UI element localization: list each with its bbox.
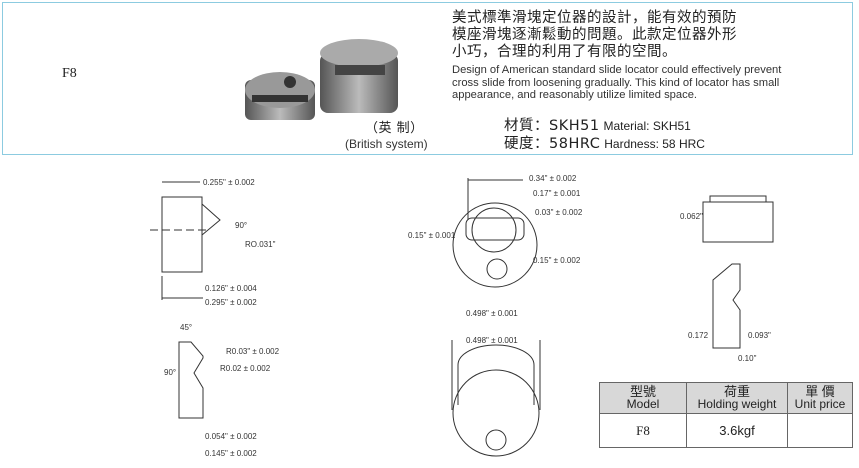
product-photo xyxy=(245,39,398,120)
table-row: F8 3.6kgf xyxy=(599,413,853,448)
dim-label: 0.093" xyxy=(748,331,771,340)
cell-unit-price xyxy=(787,413,853,448)
desc-zh-line: 小巧，合理的利用了有限的空間。 xyxy=(452,44,677,60)
cell-model: F8 xyxy=(599,413,687,448)
material-zh: 材質：SKH51 xyxy=(504,118,600,134)
product-info-panel xyxy=(2,2,853,155)
dim-label: R0.03" ± 0.002 xyxy=(226,347,280,356)
profile-drawing: 45° R0.03" ± 0.002 90° R0.02 ± 0.002 0.0… xyxy=(164,323,280,458)
description-en: Design of American standard slide locato… xyxy=(452,64,781,102)
specs: 材質：SKH51 Material: SKH51 硬度：58HRC Hardne… xyxy=(504,117,705,153)
small-side-drawings: 0.062" 0.172 0.093" 0.10" xyxy=(680,195,774,363)
dim-label: 45° xyxy=(180,323,192,332)
dim-label: 0.10" xyxy=(738,354,757,363)
top-view-drawing: 0.34" ± 0.002 0.17" ± 0.001 0.03" ± 0.00… xyxy=(408,174,583,318)
dim-label: 0.295" ± 0.002 xyxy=(205,298,257,307)
dim-label: 0.498" ± 0.001 xyxy=(466,336,518,345)
dim-label: 0.34" ± 0.002 xyxy=(529,174,577,183)
hardness-zh: 硬度：58HRC xyxy=(504,136,601,152)
desc-en-line: Design of American standard slide locato… xyxy=(452,64,782,76)
material-en: Material: SKH51 xyxy=(603,119,691,133)
bottom-view-drawing: 0.498" ± 0.001 xyxy=(451,336,541,457)
desc-en-line: cross slide from loosening gradually. Th… xyxy=(452,76,780,89)
desc-zh-line: 美式標準滑塊定位器的設計，能有效的預防 xyxy=(452,10,737,26)
dim-label: 0.03" ± 0.002 xyxy=(535,208,583,217)
cell-holding-weight: 3.6kgf xyxy=(686,413,788,448)
description-zh: 美式標準滑塊定位器的設計，能有效的預防 模座滑塊逐漸鬆動的問題。此款定位器外形 … xyxy=(452,10,737,61)
dim-label: 0.498" ± 0.001 xyxy=(466,309,518,318)
side-view-drawing: 0.255" ± 0.002 90° RO.031" 0.126" ± 0.00… xyxy=(150,178,276,307)
dim-label: 0.172 xyxy=(688,331,709,340)
dim-label: 0.255" ± 0.002 xyxy=(203,178,255,187)
dim-label: 0.054" ± 0.002 xyxy=(205,432,257,441)
system-en: (British system) xyxy=(345,137,428,151)
technical-drawings: 0.255" ± 0.002 90° RO.031" 0.126" ± 0.00… xyxy=(150,174,774,458)
dim-label: 90° xyxy=(164,368,176,377)
dim-label: 0.062" xyxy=(680,212,703,221)
dim-label: 90° xyxy=(235,221,247,230)
desc-en-line: appearance, and reasonably utilize limit… xyxy=(452,89,698,101)
desc-zh-line: 模座滑塊逐漸鬆動的問題。此款定位器外形 xyxy=(452,27,737,43)
dim-label: R0.02 ± 0.002 xyxy=(220,364,271,373)
dim-label: RO.031" xyxy=(245,240,276,249)
hardness-en: Hardness: 58 HRC xyxy=(604,137,705,151)
dim-label: 0.17" ± 0.001 xyxy=(533,189,581,198)
dim-label: 0.145" ± 0.002 xyxy=(205,449,257,458)
model-code: F8 xyxy=(62,66,77,81)
dim-label: 0.15" ± 0.002 xyxy=(533,256,581,265)
dim-label: 0.126" ± 0.004 xyxy=(205,284,257,293)
dim-label: 0.15" ± 0.001 xyxy=(408,231,456,240)
system-zh: （英 制） xyxy=(365,121,424,136)
